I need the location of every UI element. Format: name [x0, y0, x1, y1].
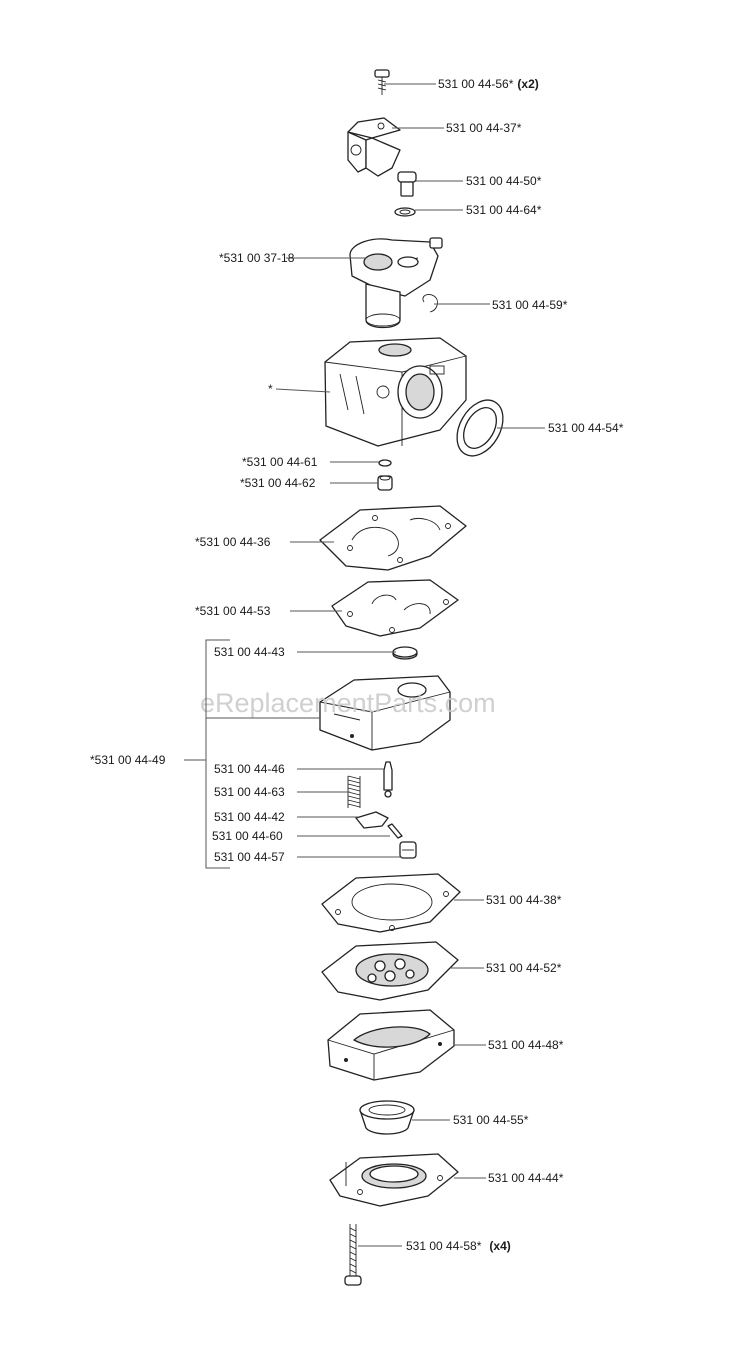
gasket-part-4453: [331, 579, 459, 637]
primer-cover-part-4444: [329, 1153, 459, 1207]
diaphragm-part-4452: [321, 941, 459, 1001]
label-531-00-44-58: 531 00 44-58*(x4): [406, 1239, 511, 1253]
label-carburetor-body: *: [268, 382, 273, 396]
label-531-00-44-48: 531 00 44-48*: [488, 1038, 564, 1052]
screw-part-5644: [374, 69, 390, 95]
label-531-00-44-56: 531 00 44-56*(x2): [438, 77, 539, 91]
label-531-00-44-61: *531 00 44-61: [242, 455, 318, 469]
label-531-00-44-50: 531 00 44-50*: [466, 174, 542, 188]
seal-ring-part-4454: [456, 399, 504, 457]
label-531-00-44-37: 531 00 44-37*: [446, 121, 522, 135]
plug-part-4443: [392, 646, 418, 660]
long-screw-part-4458: [344, 1224, 362, 1286]
gasket-part-4438: [321, 873, 461, 933]
label-531-00-44-54: 531 00 44-54*: [548, 421, 624, 435]
label-531-00-44-53: *531 00 44-53: [195, 604, 271, 618]
metering-body-part-4449: [319, 675, 451, 751]
bracket-part-4437: [347, 117, 401, 177]
screw-part-4450: [397, 171, 417, 197]
label-531-00-44-64: 531 00 44-64*: [466, 203, 542, 217]
gasket-part-4436: [319, 505, 467, 571]
lever-part-4442: [355, 811, 389, 829]
screw-part-4457: [399, 841, 417, 859]
quantity-x2: (x2): [517, 77, 538, 91]
label-531-00-44-42: 531 00 44-42: [214, 810, 285, 824]
carburetor-body-part: [324, 337, 467, 447]
leader-lines: [184, 83, 545, 1247]
label-531-00-37-18: *531 00 37-18: [219, 251, 295, 265]
label-531-00-44-63: 531 00 44-63: [214, 785, 285, 799]
label-531-00-44-49: *531 00 44-49: [90, 753, 166, 767]
label-531-00-44-46: 531 00 44-46: [214, 762, 285, 776]
throttle-assembly-part-3718: [349, 237, 443, 329]
label-531-00-44-52: 531 00 44-52*: [486, 961, 562, 975]
label-531-00-44-62: *531 00 44-62: [240, 476, 316, 490]
watermark: eReplacementParts.com: [200, 688, 496, 718]
washer-part-4464: [394, 207, 416, 217]
o-ring-part-4461: [378, 459, 392, 467]
primer-bulb-part-4455: [359, 1100, 415, 1135]
clip-part-4459: [422, 293, 438, 313]
label-531-00-44-57: 531 00 44-57: [214, 850, 285, 864]
label-531-00-44-55: 531 00 44-55*: [453, 1113, 529, 1127]
needle-part-4446: [383, 761, 393, 798]
label-531-00-44-44: 531 00 44-44*: [488, 1171, 564, 1185]
plug-part-4462: [377, 475, 393, 491]
label-531-00-44-60: 531 00 44-60: [212, 829, 283, 843]
label-531-00-44-38: 531 00 44-38*: [486, 893, 562, 907]
label-531-00-44-36: *531 00 44-36: [195, 535, 271, 549]
label-531-00-44-43: 531 00 44-43: [214, 645, 285, 659]
cover-part-4448: [327, 1009, 455, 1081]
pin-part-4460: [387, 823, 403, 839]
quantity-x4: (x4): [489, 1239, 510, 1253]
label-531-00-44-59: 531 00 44-59*: [492, 298, 568, 312]
